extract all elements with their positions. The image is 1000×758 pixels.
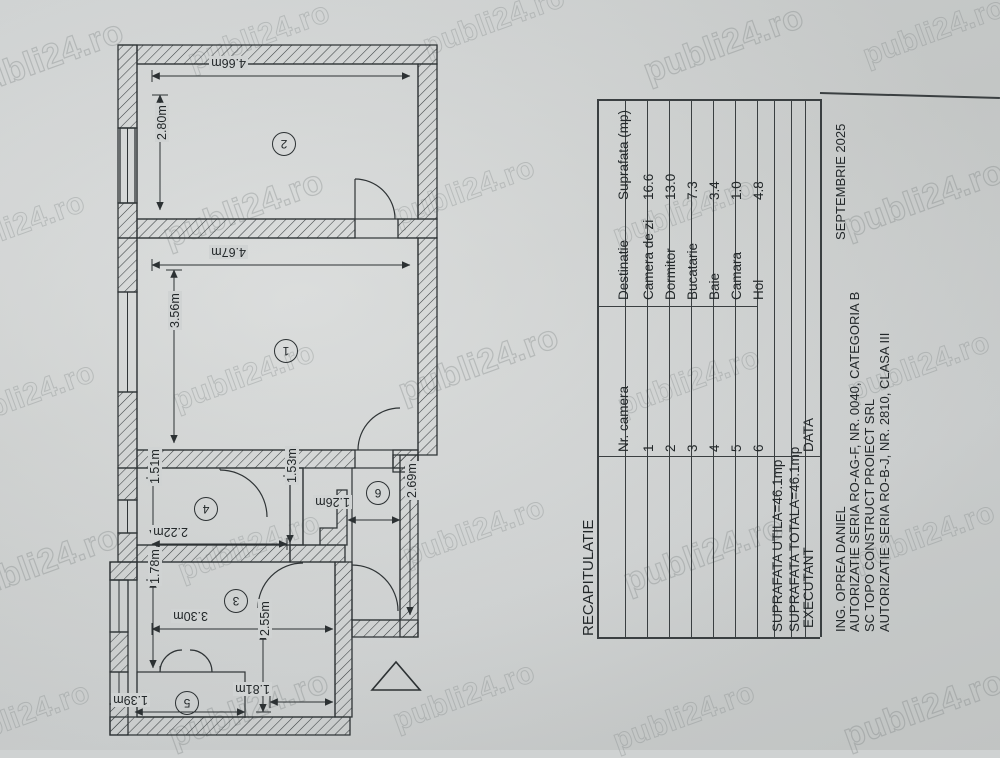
table-rule: [669, 99, 671, 637]
table-rule: [597, 306, 757, 308]
table-rule: [774, 99, 776, 637]
table-rule: [735, 99, 737, 637]
table-rule: [597, 99, 599, 637]
cell-no-1: 1: [641, 444, 656, 452]
cell-no-4: 4: [707, 444, 722, 452]
cell-area-4: 3.4: [707, 181, 722, 200]
footer-line-2: AUTORIZATIE SERIA RO-AG-F, NR. 0040, CAT…: [847, 291, 862, 632]
cell-destination-5: Camara: [729, 251, 744, 300]
table-rule: [597, 456, 820, 458]
cell-destination-4: Baie: [707, 272, 722, 300]
table-rule: [597, 99, 820, 101]
header-area: Suprafata (mp): [616, 109, 631, 200]
cell-no-2: 2: [663, 444, 678, 452]
table-rule: [791, 99, 793, 637]
cell-area-6: 4.8: [751, 181, 766, 200]
table-rule: [713, 99, 715, 637]
header-room-no: Nr. camera: [616, 385, 631, 452]
header-destination: Destinatie: [616, 239, 631, 300]
wall-group: [109, 44, 438, 736]
total-useful: SUPRAFATA UTILA=46.1mp: [770, 459, 785, 632]
table-rule: [820, 99, 822, 637]
cell-destination-6: Hol: [751, 279, 766, 300]
table-rule: [647, 99, 649, 637]
total-total: SUPRAFATA TOTALA=46.1mp: [787, 446, 802, 632]
footer-line-4: AUTORIZATIE SERIA RO-B-J, NR. 2810, CLAS…: [877, 332, 892, 632]
recap-title: RECAPITULATIE: [580, 519, 597, 636]
cell-area-5: 1.0: [729, 181, 744, 200]
table-rule: [597, 637, 820, 639]
cell-destination-1: Camera de zi: [641, 219, 656, 300]
executant-label: EXECUTANT: [801, 547, 816, 628]
cell-no-6: 6: [751, 444, 766, 452]
table-rule: [757, 99, 759, 637]
table-rule: [805, 99, 807, 637]
cell-area-1: 16.6: [641, 173, 656, 200]
sheet-border-top: [819, 92, 1000, 99]
footer-line-3: SC TOPO CONSTRUCT PROIECT SRL: [862, 398, 877, 632]
cell-area-2: 13.0: [663, 173, 678, 200]
cell-no-3: 3: [685, 444, 700, 452]
footer-line-1: ING. OPREA DANIEL: [833, 506, 848, 632]
table-rule: [691, 99, 693, 637]
cell-area-3: 7.3: [685, 181, 700, 200]
data-label: DATA: [801, 417, 816, 452]
cell-destination-2: Dormitor: [663, 248, 678, 300]
level-marker-triangle: [370, 660, 422, 691]
data-value: SEPTEMBRIE 2025: [833, 123, 848, 240]
cell-destination-3: Bucatarie: [685, 242, 700, 300]
cell-no-5: 5: [729, 444, 744, 452]
table-rule: [625, 99, 627, 637]
